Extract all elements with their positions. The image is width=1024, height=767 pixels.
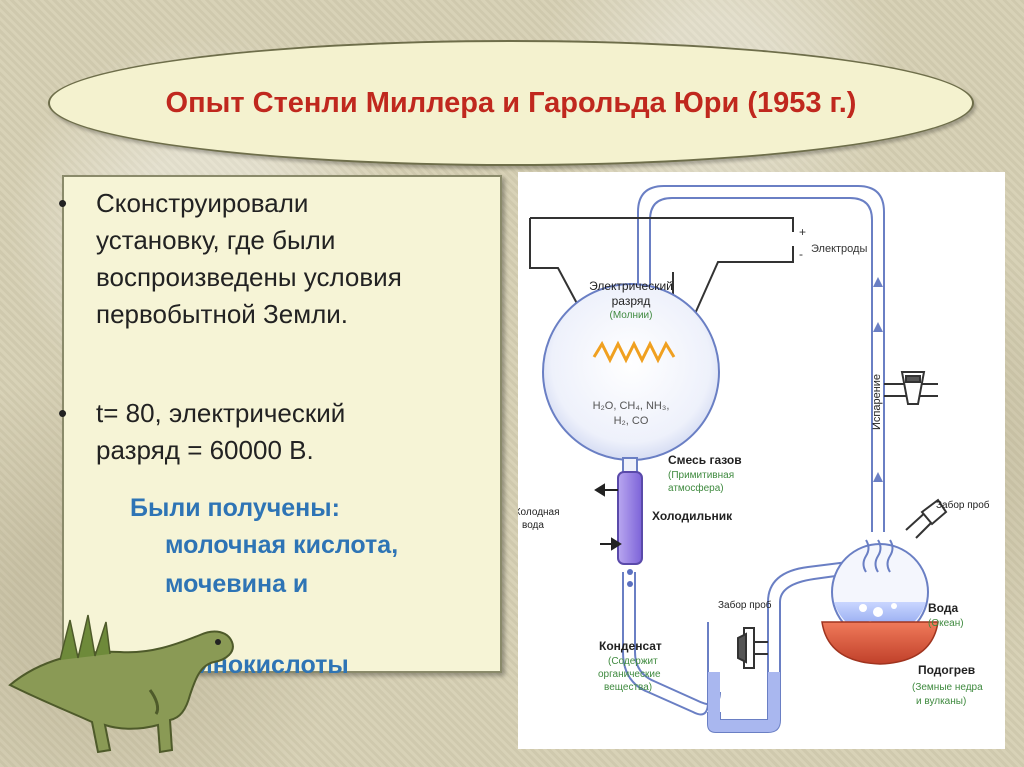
condensate-label: Конденсат <box>599 639 662 653</box>
heating-sub-2: и вулканы) <box>916 696 966 707</box>
heating-label: Подогрев <box>918 663 975 677</box>
minus-sign: - <box>799 247 803 261</box>
discharge-label-1: Электрический <box>589 279 673 293</box>
gas-mix-label: Смесь газов <box>668 453 742 467</box>
formula-line-1: H₂O, CH₄, NH₃, <box>593 400 670 412</box>
evaporation-arrows <box>873 277 883 482</box>
text-box <box>62 175 502 673</box>
sampling-port-top <box>905 498 948 539</box>
ocean-label: (Океан) <box>928 618 964 629</box>
slide-title: Опыт Стенли Миллера и Гарольда Юри (1953… <box>165 86 857 119</box>
droplets <box>627 569 633 587</box>
condensate-sub-2: органические <box>598 669 661 680</box>
apparatus-svg: + - Электроды Электрический разряд (Молн… <box>514 185 990 733</box>
bullet-2: • t= 80, электрический разряд = 60000 В. <box>58 395 418 469</box>
sampling-bottom-label: Забор проб <box>718 599 772 611</box>
results-heading: Были получены: <box>130 494 340 522</box>
sampling-top-label: Забор проб <box>936 499 990 511</box>
vapor-icon <box>862 539 894 573</box>
dinosaur-illustration <box>8 614 234 754</box>
condensate-sub-1: (Содержит <box>608 656 658 667</box>
sampling-port-bottom <box>737 627 768 669</box>
results-line-1: молочная кислота, <box>165 531 399 559</box>
spark-icon <box>592 340 676 364</box>
condenser-label: Холодильник <box>652 509 733 523</box>
cold-water-label-2: вода <box>522 520 544 531</box>
electrodes-label: Электроды <box>811 243 867 255</box>
bullet-text: Сконструировали установку, где были восп… <box>96 188 402 329</box>
plus-sign: + <box>799 225 806 239</box>
cold-water-label-1: Холодная <box>518 507 560 518</box>
water-label: Вода <box>928 601 958 615</box>
bullet-1: • Сконструировали установку, где были во… <box>58 185 418 333</box>
lightning-label: (Молнии) <box>610 310 653 321</box>
gas-mix-sub-1: (Примитивная <box>668 470 734 481</box>
formula-line-2: H₂, CO <box>614 415 649 427</box>
miller-urey-diagram: + - Электроды Электрический разряд (Молн… <box>514 172 1005 749</box>
top-stopcock <box>884 371 938 405</box>
bullet-marker: • <box>58 188 68 218</box>
gas-mix-sub-2: атмосфера) <box>668 482 724 494</box>
discharge-label-2: разряд <box>612 294 651 308</box>
condensate-liquid <box>708 672 780 732</box>
condenser <box>617 471 643 565</box>
cold-water-arrows <box>594 483 622 551</box>
heating-sub-1: (Земные недра <box>912 682 983 693</box>
bullet-marker: • <box>58 398 68 428</box>
heater-icon <box>821 621 939 665</box>
results-line-2: мочевина и <box>165 570 309 598</box>
condensate-sub-3: вещества) <box>604 682 652 693</box>
title-oval: Опыт Стенли Миллера и Гарольда Юри (1953… <box>48 40 974 166</box>
bullet-text: t= 80, электрический разряд = 60000 В. <box>96 398 346 465</box>
evaporation-label: Испарение <box>871 374 883 430</box>
